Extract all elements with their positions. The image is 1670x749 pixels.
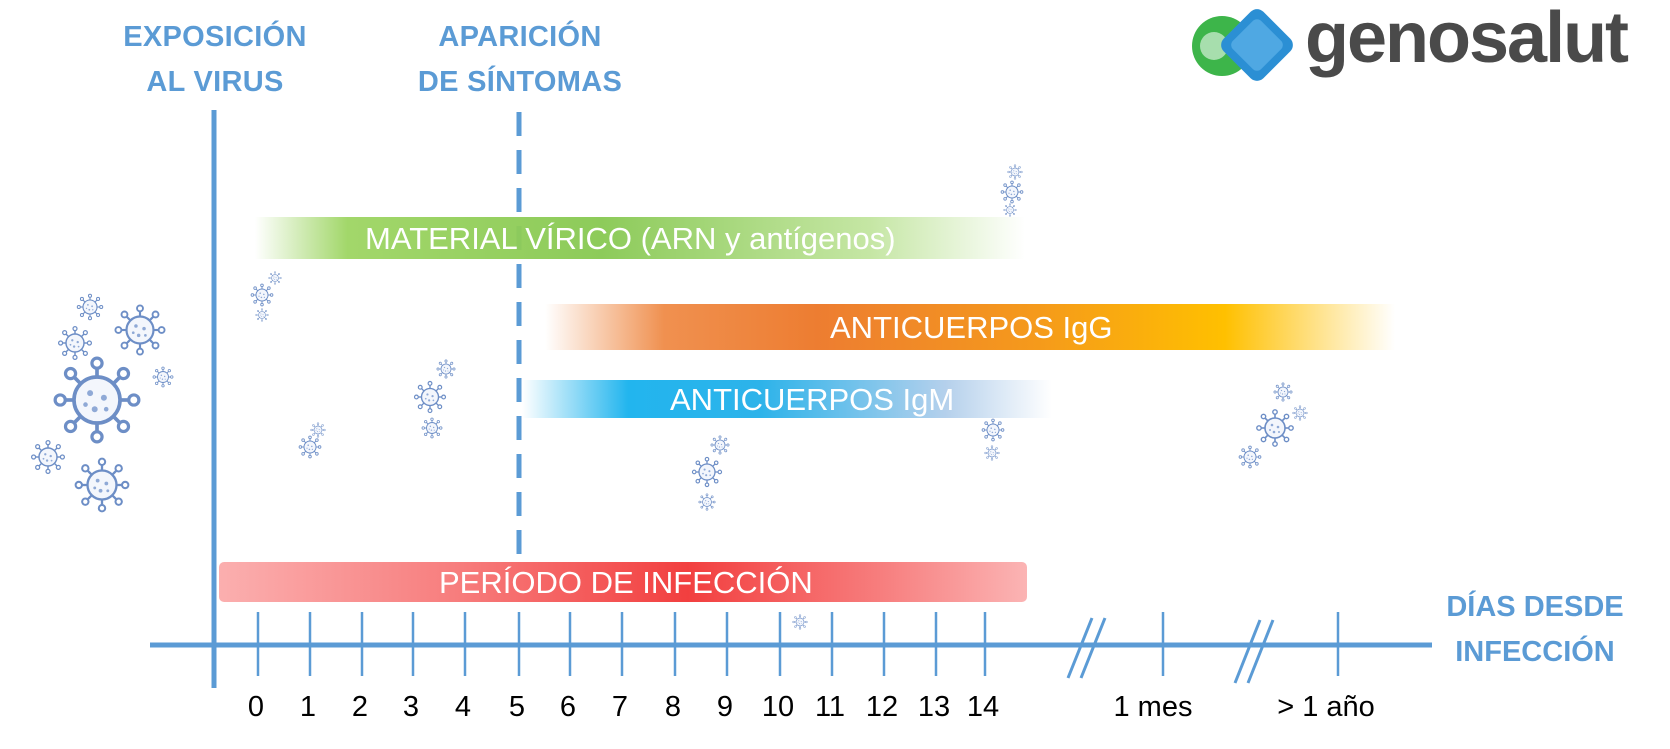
symptoms-header-line2: DE SÍNTOMAS: [417, 66, 623, 98]
symptoms-header-line1: APARICIÓN: [438, 21, 602, 53]
axis-ticks: [256, 612, 1340, 676]
symptoms-header: APARICIÓN DE SÍNTOMAS: [395, 15, 645, 105]
viral-material-label: MATERIAL VÍRICO (ARN y antígenos): [365, 220, 896, 256]
day-tick-label: 7: [611, 691, 629, 723]
period-tick-label: 1 mes: [1113, 691, 1193, 723]
coronavirus-icon: [1292, 405, 1308, 421]
day-tick-label: 12: [865, 691, 899, 723]
coronavirus-icon: [1007, 164, 1023, 180]
exposure-header-line1: EXPOSICIÓN: [123, 21, 307, 53]
axis-break-1: [1066, 617, 1107, 679]
day-tick-label: 11: [814, 691, 846, 723]
day-tick-label: 3: [402, 691, 420, 723]
coronavirus-icon: [298, 435, 322, 459]
coronavirus-icon: [981, 418, 1005, 442]
day-tick-label: 13: [917, 691, 951, 723]
coronavirus-icon: [53, 356, 141, 444]
coronavirus-icon: [152, 366, 174, 388]
period-tick-label: > 1 año: [1277, 691, 1375, 723]
coronavirus-icon: [76, 293, 104, 321]
axis-break-2: [1233, 619, 1275, 684]
igm-antibodies-label: ANTICUERPOS IgM: [670, 381, 955, 417]
coronavirus-icon: [255, 308, 269, 322]
axis-title-line2: INFECCIÓN: [1455, 636, 1615, 668]
coronavirus-icon: [250, 283, 274, 307]
igg-antibodies-label: ANTICUERPOS IgG: [830, 309, 1113, 345]
coronavirus-icon: [698, 493, 716, 511]
coronavirus-icon: [57, 325, 93, 361]
coronavirus-icon: [74, 457, 130, 513]
day-tick-label: 8: [664, 691, 682, 723]
coronavirus-icon: [1273, 382, 1293, 402]
coronavirus-icon: [268, 271, 282, 285]
coronavirus-icon: [421, 417, 443, 439]
day-tick-label: 0: [247, 691, 265, 723]
igm-antibodies-bar: ANTICUERPOS IgM: [522, 380, 1052, 418]
axis-title: DÍAS DESDE INFECCIÓN: [1430, 585, 1640, 675]
coronavirus-icon: [710, 435, 730, 455]
coronavirus-icon: [436, 359, 456, 379]
axis-title-line1: DÍAS DESDE: [1446, 591, 1624, 623]
coronavirus-icon: [691, 456, 723, 488]
coronavirus-icon: [1000, 180, 1024, 204]
day-tick-label: 1: [299, 691, 317, 723]
day-tick-label: 5: [508, 691, 526, 723]
coronavirus-icon: [1003, 203, 1017, 217]
infection-period-label: PERÍODO DE INFECCIÓN: [439, 564, 813, 600]
coronavirus-icon: [310, 422, 326, 438]
coronavirus-icon: [30, 439, 66, 475]
genosalut-logo-mark: [1192, 9, 1293, 81]
coronavirus-icon: [792, 614, 808, 630]
exposure-header: EXPOSICIÓN AL VIRUS: [105, 15, 325, 105]
day-tick-label: 9: [716, 691, 734, 723]
viral-material-bar: MATERIAL VÍRICO (ARN y antígenos): [255, 217, 1025, 259]
exposure-header-line2: AL VIRUS: [146, 66, 284, 98]
day-tick-label: 2: [351, 691, 369, 723]
day-tick-label: 10: [761, 691, 795, 723]
coronavirus-icon: [984, 445, 1000, 461]
coronavirus-icon: [114, 304, 166, 356]
coronavirus-icon: [413, 380, 447, 414]
virus-cluster-left: [30, 293, 174, 513]
coronavirus-icon: [1238, 445, 1262, 469]
genosalut-logo-text: genosalut: [1305, 0, 1629, 78]
coronavirus-icon: [1256, 408, 1294, 448]
igg-antibodies-bar: ANTICUERPOS IgG: [545, 304, 1395, 350]
day-tick-label: 6: [559, 691, 577, 723]
day-tick-label: 14: [966, 691, 1000, 723]
infection-period-bar: PERÍODO DE INFECCIÓN: [219, 562, 1027, 602]
day-tick-label: 4: [454, 691, 472, 723]
